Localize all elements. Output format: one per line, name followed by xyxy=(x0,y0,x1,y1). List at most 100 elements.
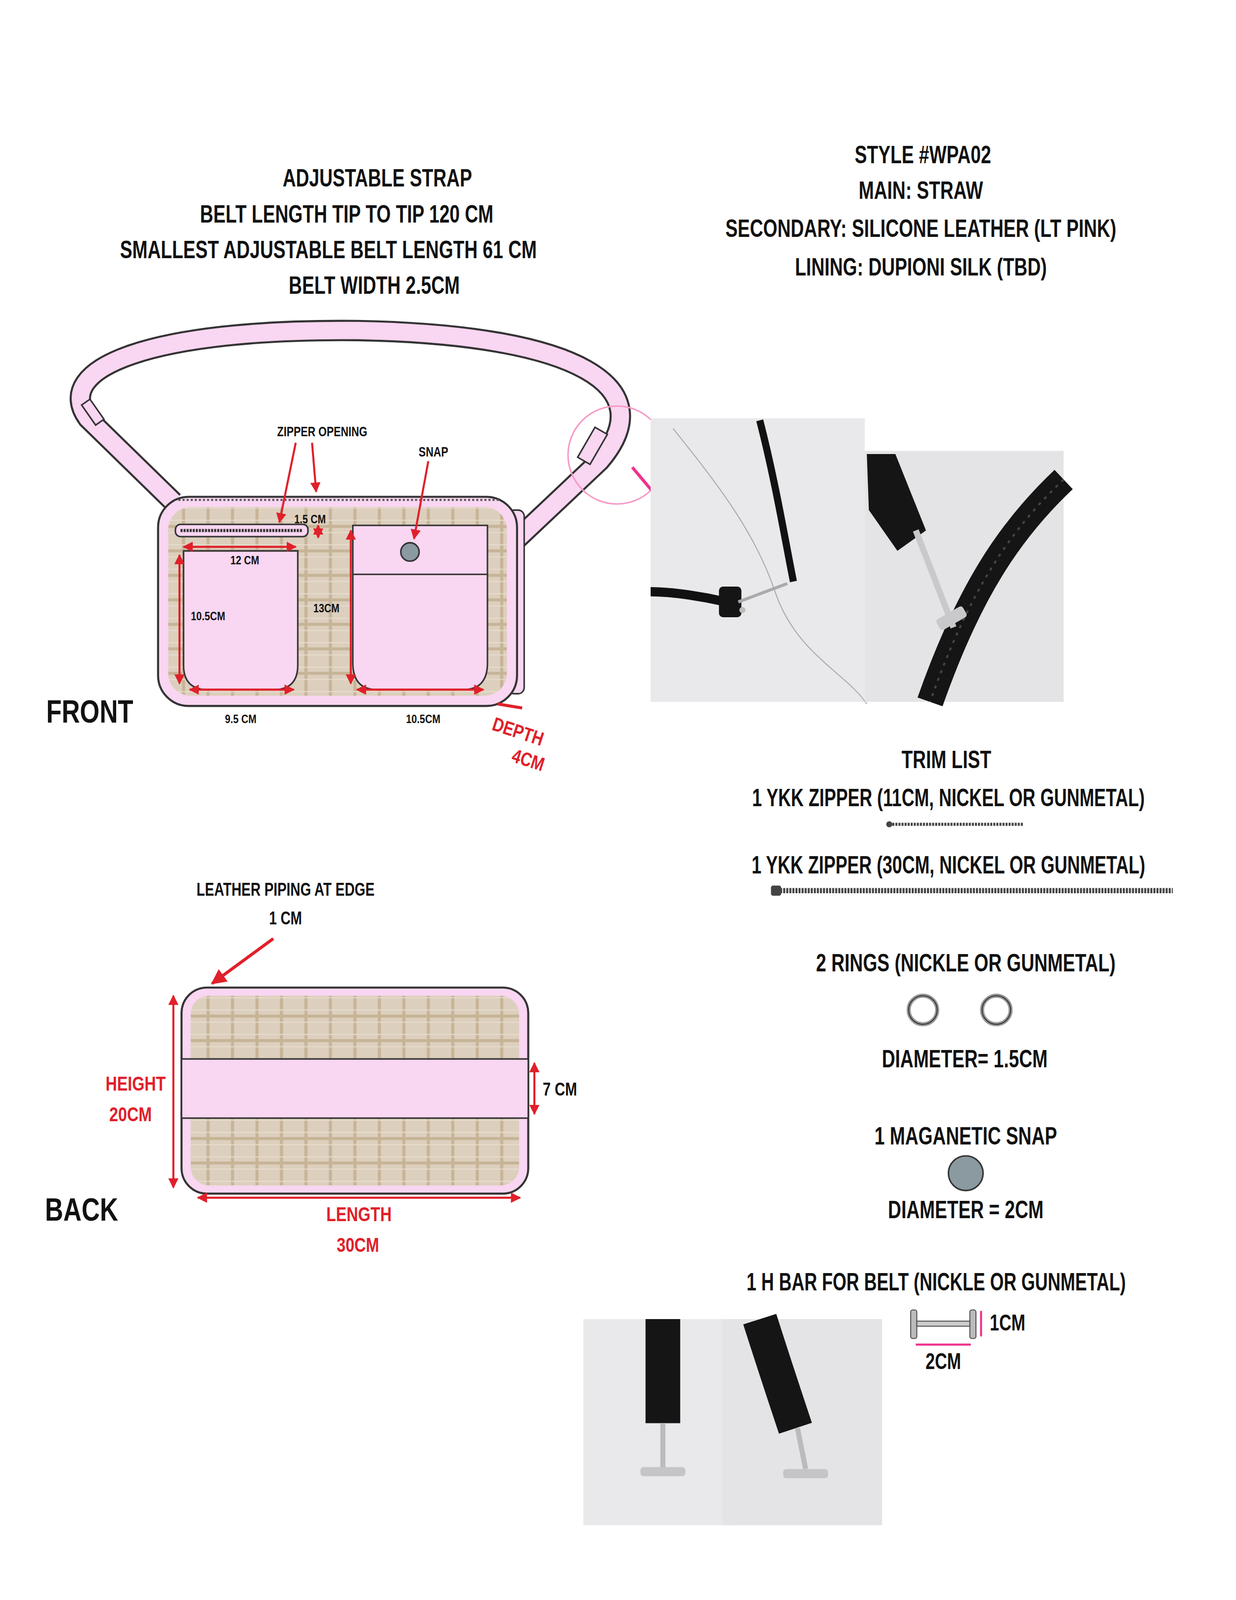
drawing-rect xyxy=(175,524,309,537)
drawing-path xyxy=(889,822,1024,826)
dimension-label: 30CM xyxy=(336,1234,380,1255)
drawing-rect xyxy=(577,427,608,465)
drawing-path xyxy=(180,529,302,532)
dimension-label: 2 RINGS (NICKLE OR GUNMETAL) xyxy=(816,950,1116,975)
trim-symbols xyxy=(770,820,1173,1344)
drawing-path xyxy=(915,530,954,628)
drawing-circle xyxy=(400,542,420,561)
drawing-rect xyxy=(970,1309,976,1339)
dimension-label: BELT LENGTH TIP TO TIP 120 CM xyxy=(200,201,494,227)
drawing-rect xyxy=(181,987,529,1194)
drawing-circle xyxy=(908,995,938,1024)
drawing-path xyxy=(759,420,794,582)
drawing-path xyxy=(189,688,294,691)
drawing-rect xyxy=(916,1320,970,1326)
dimension-label: BACK xyxy=(44,1193,119,1226)
dimension-label: 1.5 CM xyxy=(294,513,326,526)
dimension-lines xyxy=(179,525,523,708)
dimension-label: LENGTH xyxy=(326,1203,392,1224)
dimension-label: 10.5CM xyxy=(405,712,441,726)
dimension-label: 13CM xyxy=(313,601,340,615)
drawing-path xyxy=(356,688,484,691)
drawing-path xyxy=(929,479,1064,702)
drawing-circle xyxy=(908,995,938,1024)
dimension-label: 20CM xyxy=(109,1103,152,1124)
drawing-circle xyxy=(885,820,892,827)
drawing-rect xyxy=(583,1318,737,1525)
dimension-label: 1CM xyxy=(989,1311,1026,1334)
drawing-path xyxy=(759,1318,796,1428)
front-bag xyxy=(158,496,525,707)
drawing-rect xyxy=(181,1058,529,1118)
drawing-path xyxy=(212,938,274,984)
dimension-label: 2CM xyxy=(925,1350,962,1373)
drawing-path xyxy=(650,591,727,602)
dimension-label: 1 CM xyxy=(268,908,303,927)
dimension-label: LINING: DUPIONI SILK (TBD) xyxy=(794,255,1047,280)
dimension-label: HEIGHT xyxy=(105,1072,167,1094)
drawing-path xyxy=(413,460,429,539)
drawing-rect xyxy=(650,418,865,702)
drawing-rect xyxy=(158,496,518,707)
drawing-rect xyxy=(81,398,104,425)
drawing-path xyxy=(316,525,319,538)
drawing-path xyxy=(353,573,488,575)
drawing-circle xyxy=(948,1155,983,1191)
drawing-path xyxy=(777,887,1173,893)
dimension-label: DIAMETER= 1.5CM xyxy=(882,1046,1048,1071)
drawing-path xyxy=(645,1318,681,1423)
dimension-label: DEPTH xyxy=(489,713,546,749)
dimension-label: LEATHER PIPING AT EDGE xyxy=(196,880,375,899)
drawing-circle xyxy=(981,995,1011,1024)
drawing-rect xyxy=(910,1309,917,1339)
dimension-label: 12 CM xyxy=(230,553,260,567)
drawing-path xyxy=(929,479,1064,702)
dimension-label: DIAMETER = 2CM xyxy=(887,1197,1044,1223)
dimension-label: BELT WIDTH 2.5CM xyxy=(288,273,460,299)
drawing-path xyxy=(497,703,523,708)
dimension-label: ADJUSTABLE STRAP xyxy=(282,166,473,191)
dimension-label: 4CM xyxy=(509,745,547,775)
drawing-path xyxy=(183,545,296,548)
dimension-label: 1 YKK ZIPPER (30CM, NICKEL OR GUNMETAL) xyxy=(751,852,1146,878)
leader-lines xyxy=(279,442,429,539)
drawing-path xyxy=(178,554,181,684)
drawing-path xyxy=(738,583,788,602)
back-dimension-lines xyxy=(173,938,535,1198)
drawing-circle xyxy=(739,606,746,613)
drawing-path xyxy=(797,1427,806,1469)
back-bag xyxy=(181,987,529,1194)
drawing-path xyxy=(979,1310,982,1337)
drawing-path xyxy=(172,995,175,1188)
drawing-rect xyxy=(640,1466,686,1476)
dimension-label: 9.5 CM xyxy=(224,712,257,726)
dimension-label: TRIM LIST xyxy=(901,747,992,773)
dimension-label: 7 CM xyxy=(542,1079,577,1099)
drawing-path xyxy=(350,530,353,684)
drawing-path xyxy=(279,442,296,523)
drawing-rect xyxy=(168,506,507,696)
dimension-label: MAIN: STRAW xyxy=(858,178,984,204)
drawing-path xyxy=(183,550,298,690)
dimension-label: SECONDARY: SILICONE LEATHER (LT PINK) xyxy=(725,216,1117,241)
dimension-label: 1 YKK ZIPPER (11CM, NICKEL OR GUNMETAL) xyxy=(751,785,1145,810)
dimension-label: 1 H BAR FOR BELT (NICKLE OR GUNMETAL) xyxy=(746,1269,1126,1295)
drawing-circle xyxy=(981,995,1011,1024)
drawing-rect xyxy=(721,1318,883,1525)
dimension-label: SMALLEST ADJUSTABLE BELT LENGTH 61 CM xyxy=(120,237,537,263)
dimension-label: STYLE #WPA02 xyxy=(854,142,992,168)
dimension-label: ZIPPER OPENING xyxy=(277,424,368,439)
drawing-path xyxy=(915,1343,971,1346)
dimension-label: SNAP xyxy=(418,444,449,459)
drawing-path xyxy=(178,498,500,501)
drawing-path xyxy=(353,525,488,690)
drawing-path xyxy=(533,1062,536,1114)
drawing-rect xyxy=(718,586,742,618)
dimension-label: 10.5CM xyxy=(190,609,225,622)
drawing-rect xyxy=(935,605,969,631)
dimension-label: 1 MAGANETIC SNAP xyxy=(874,1123,1058,1149)
dimension-label: FRONT xyxy=(45,696,133,728)
drawing-rect xyxy=(770,884,782,896)
drawing-path xyxy=(660,1422,666,1469)
